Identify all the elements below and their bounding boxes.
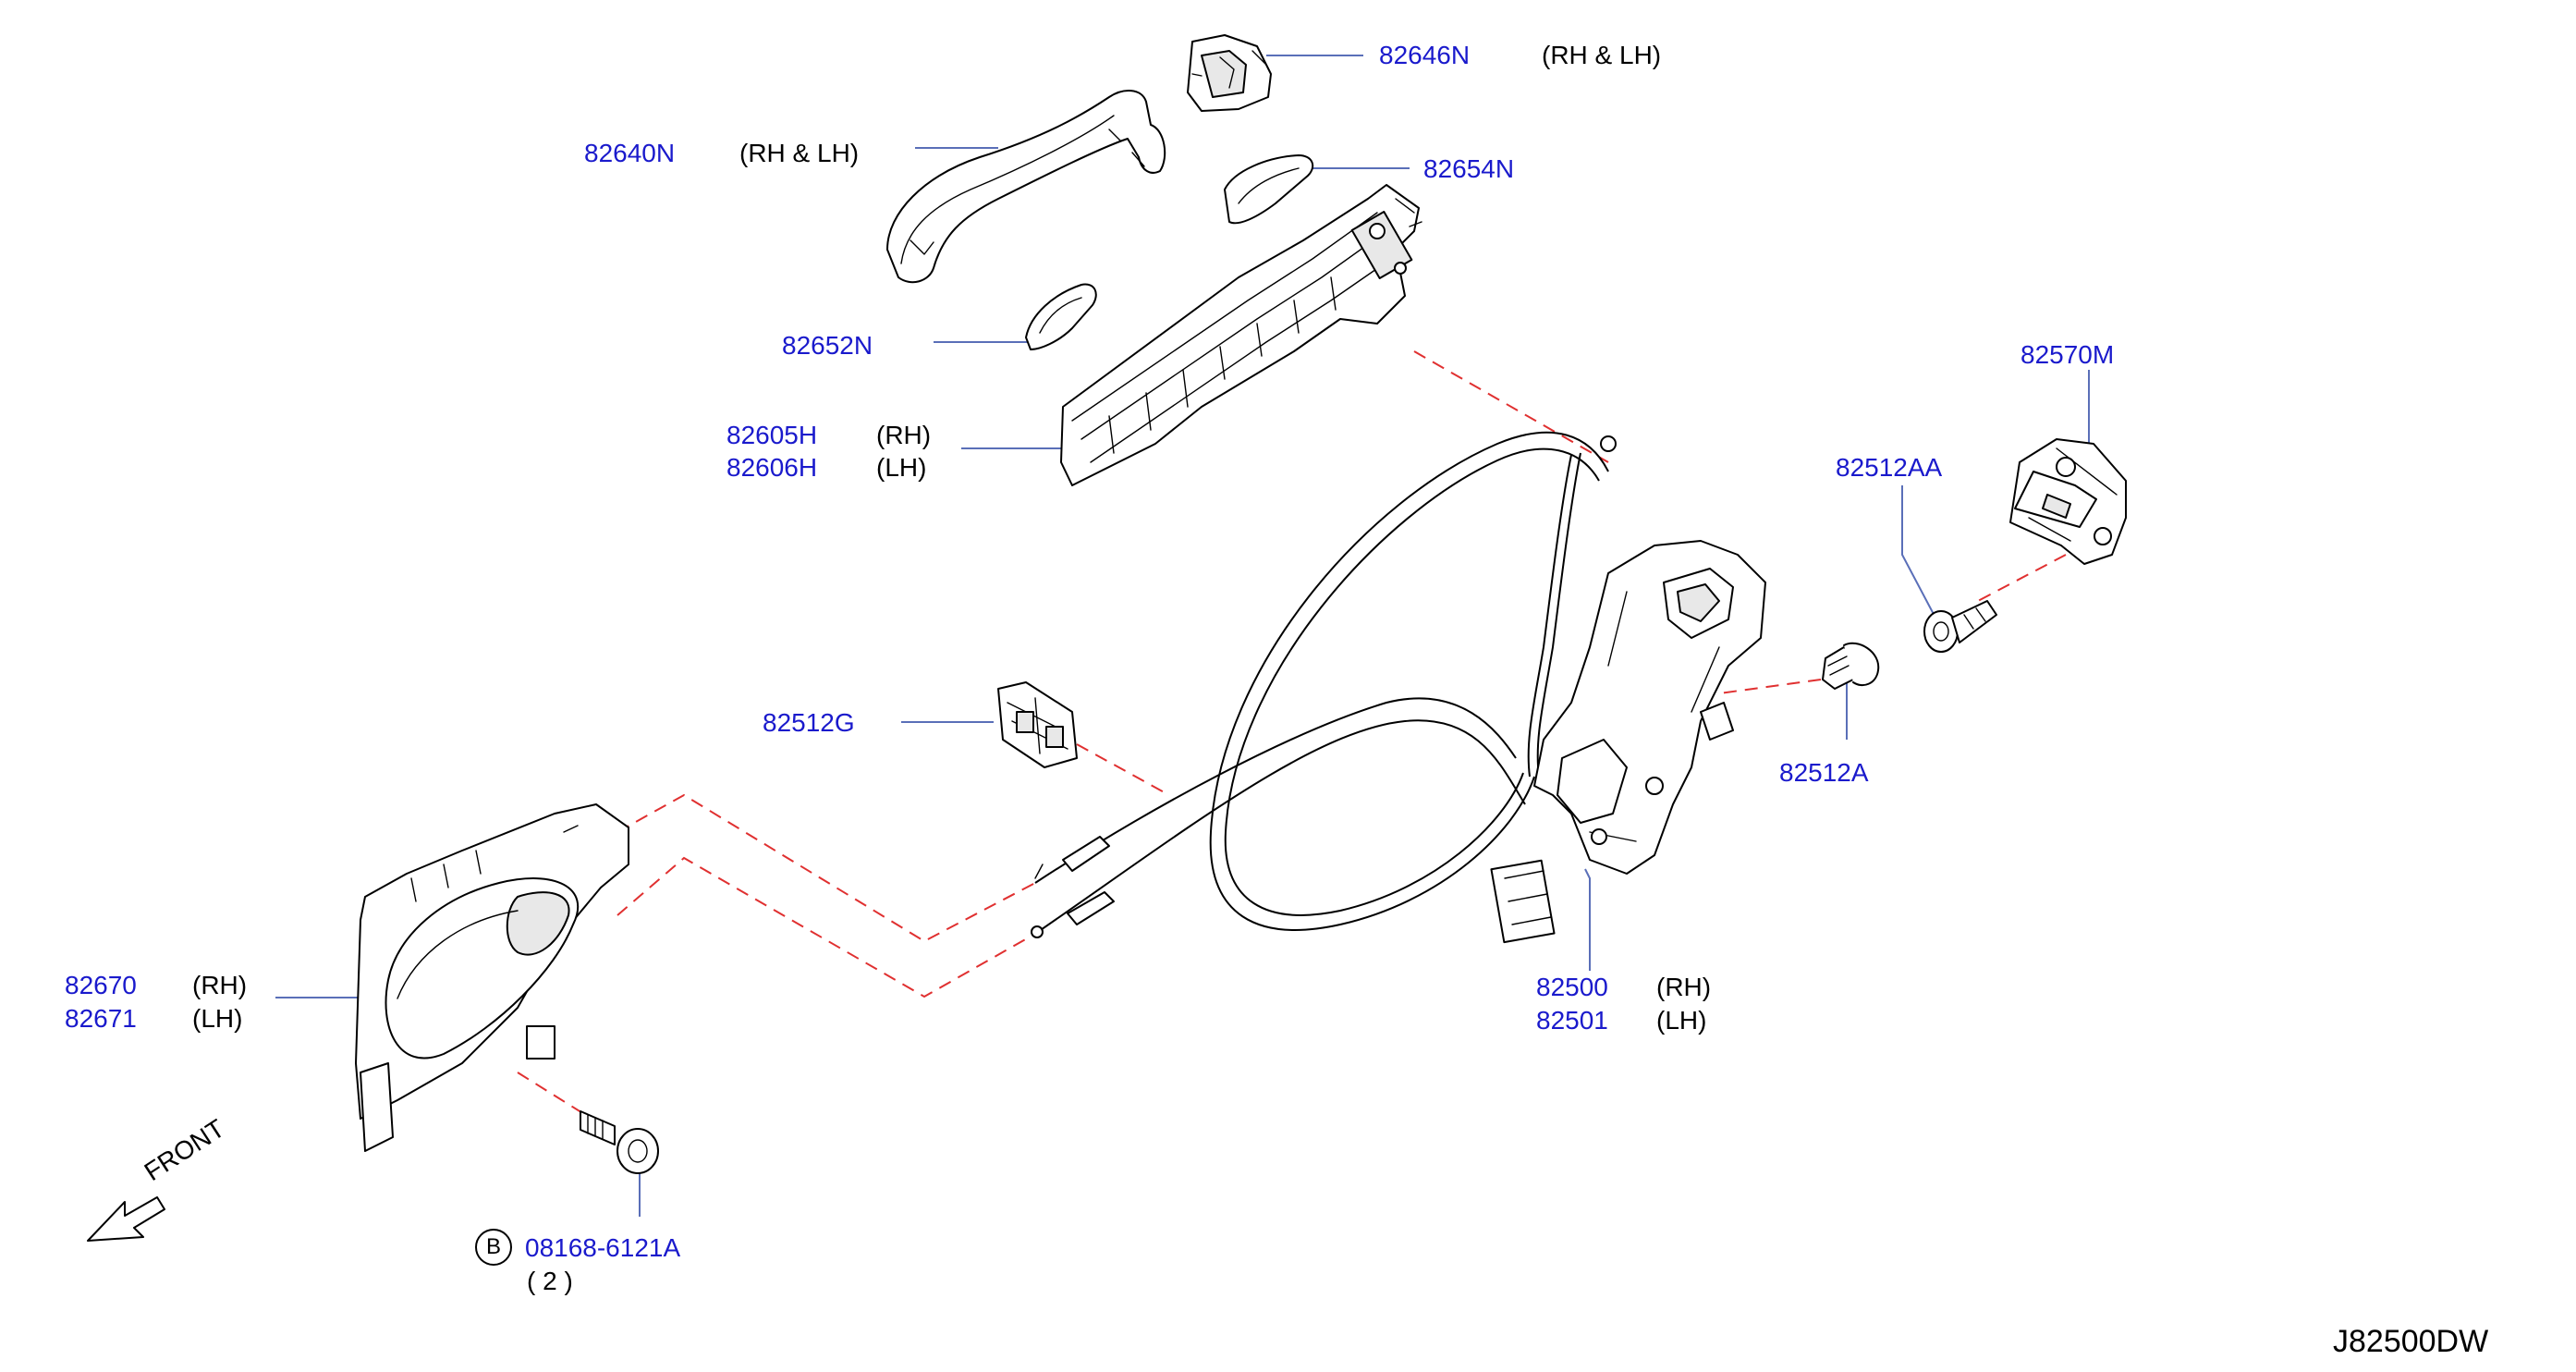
diagram-code: J82500DW <box>2333 1324 2489 1359</box>
label-82670-number[interactable]: 82670 <box>65 971 137 999</box>
part-82512aa-drawing <box>1924 601 1996 652</box>
label-82500-number[interactable]: 82500 <box>1536 973 1608 1001</box>
label-82640n-number[interactable]: 82640N <box>584 139 676 167</box>
label-82671-side: (LH) <box>192 1004 243 1033</box>
part-82570m-drawing <box>2010 439 2126 564</box>
part-82654n-drawing <box>1225 155 1312 223</box>
part-82670-drawing <box>356 804 629 1151</box>
dashed-connections <box>518 351 2066 1119</box>
part-82512g-drawing <box>998 682 1077 767</box>
label-82501-number[interactable]: 82501 <box>1536 1006 1608 1035</box>
front-arrow-icon <box>88 1197 165 1241</box>
part-82652n-drawing <box>1026 285 1096 349</box>
bolt-drawing <box>580 1111 658 1173</box>
label-82606h-side: (LH) <box>876 453 927 482</box>
part-82640n-drawing <box>887 91 1165 282</box>
label-82500-side: (RH) <box>1656 973 1712 1001</box>
part-82512a-drawing <box>1823 643 1878 689</box>
label-82605h-number[interactable]: 82605H <box>726 421 818 449</box>
label-82501-side: (LH) <box>1656 1006 1707 1035</box>
label-82646n-side: (RH & LH) <box>1542 41 1662 69</box>
label-82605h-side: (RH) <box>876 421 932 449</box>
label-bolt-number[interactable]: 08168-6121A <box>525 1233 681 1262</box>
label-82640n-side: (RH & LH) <box>739 139 860 167</box>
part-82646n-drawing <box>1188 35 1271 111</box>
label-82512a-number[interactable]: 82512A <box>1779 758 1869 787</box>
label-82671-number[interactable]: 82671 <box>65 1004 137 1033</box>
label-82512aa-number[interactable]: 82512AA <box>1836 453 1943 482</box>
label-82670-side: (RH) <box>192 971 248 999</box>
label-bolt-qty: ( 2 ) <box>527 1267 573 1295</box>
label-82652n-number[interactable]: 82652N <box>782 331 873 360</box>
part-82500-drawing <box>1491 541 1765 942</box>
label-82570m-number[interactable]: 82570M <box>2021 340 2115 369</box>
label-82646n-number[interactable]: 82646N <box>1379 41 1471 69</box>
label-82606h-number[interactable]: 82606H <box>726 453 818 482</box>
label-82654n-number[interactable]: 82654N <box>1423 154 1515 183</box>
label-82512g-number[interactable]: 82512G <box>763 708 855 737</box>
cables <box>1032 433 1616 937</box>
part-82605h-drawing <box>1061 185 1422 485</box>
bolt-marker: B <box>475 1229 512 1266</box>
